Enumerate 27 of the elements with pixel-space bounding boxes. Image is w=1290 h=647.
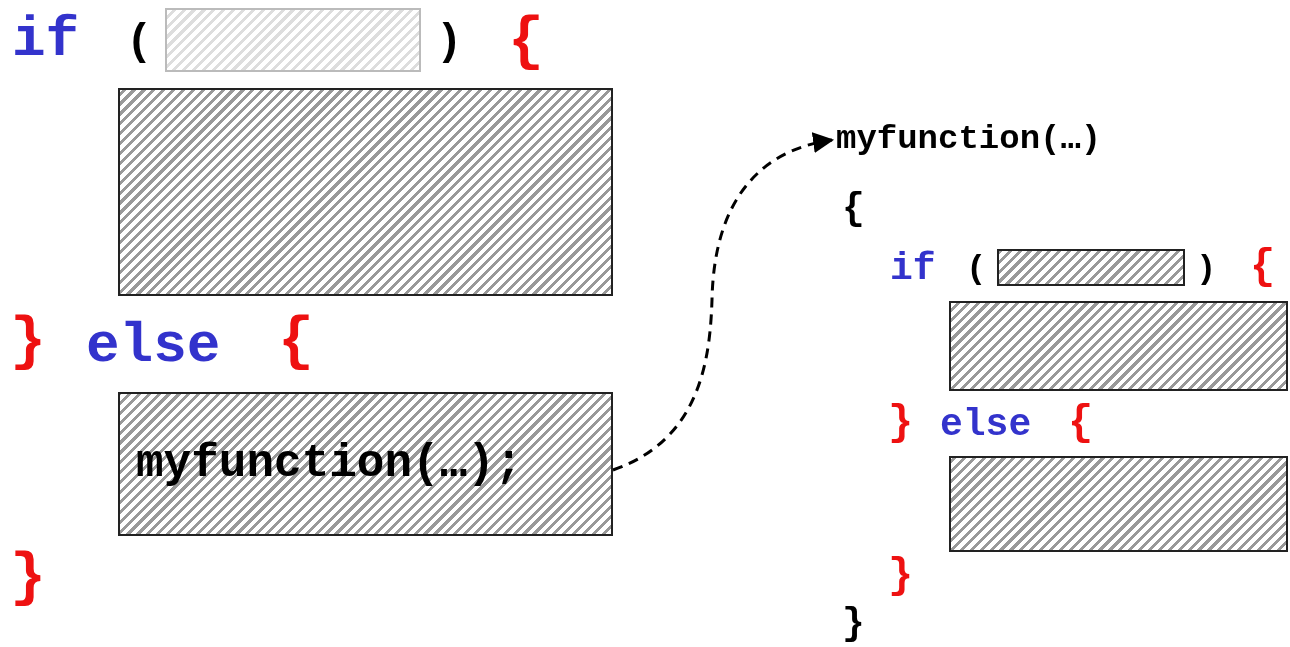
parenthesis: } [842, 605, 865, 643]
arrow [612, 133, 835, 472]
parenthesis: ) [1196, 252, 1217, 286]
hatched-box [118, 88, 613, 296]
hatched-box [949, 301, 1288, 391]
hatched-box [949, 456, 1288, 552]
brace: } [10, 548, 46, 608]
keyword: if [890, 250, 936, 288]
brace: } [10, 312, 46, 372]
brace: } [888, 555, 914, 597]
keyword: else [86, 318, 221, 374]
parenthesis: ) [436, 20, 463, 64]
function-call: myfunction(…); [136, 441, 523, 487]
brace: { [1068, 402, 1094, 444]
brace: { [508, 12, 544, 72]
code-block [118, 392, 613, 536]
keyword: else [940, 406, 1032, 444]
parenthesis: ( [126, 20, 153, 64]
hatched-box [165, 8, 421, 72]
brace: { [1250, 246, 1276, 288]
brace: } [888, 402, 914, 444]
brace: { [278, 312, 314, 372]
function-signature: myfunction(…) [836, 122, 1102, 156]
parenthesis: ( [966, 252, 987, 286]
parenthesis: { [842, 190, 865, 228]
keyword: if [12, 12, 80, 68]
hatched-box [997, 249, 1185, 286]
